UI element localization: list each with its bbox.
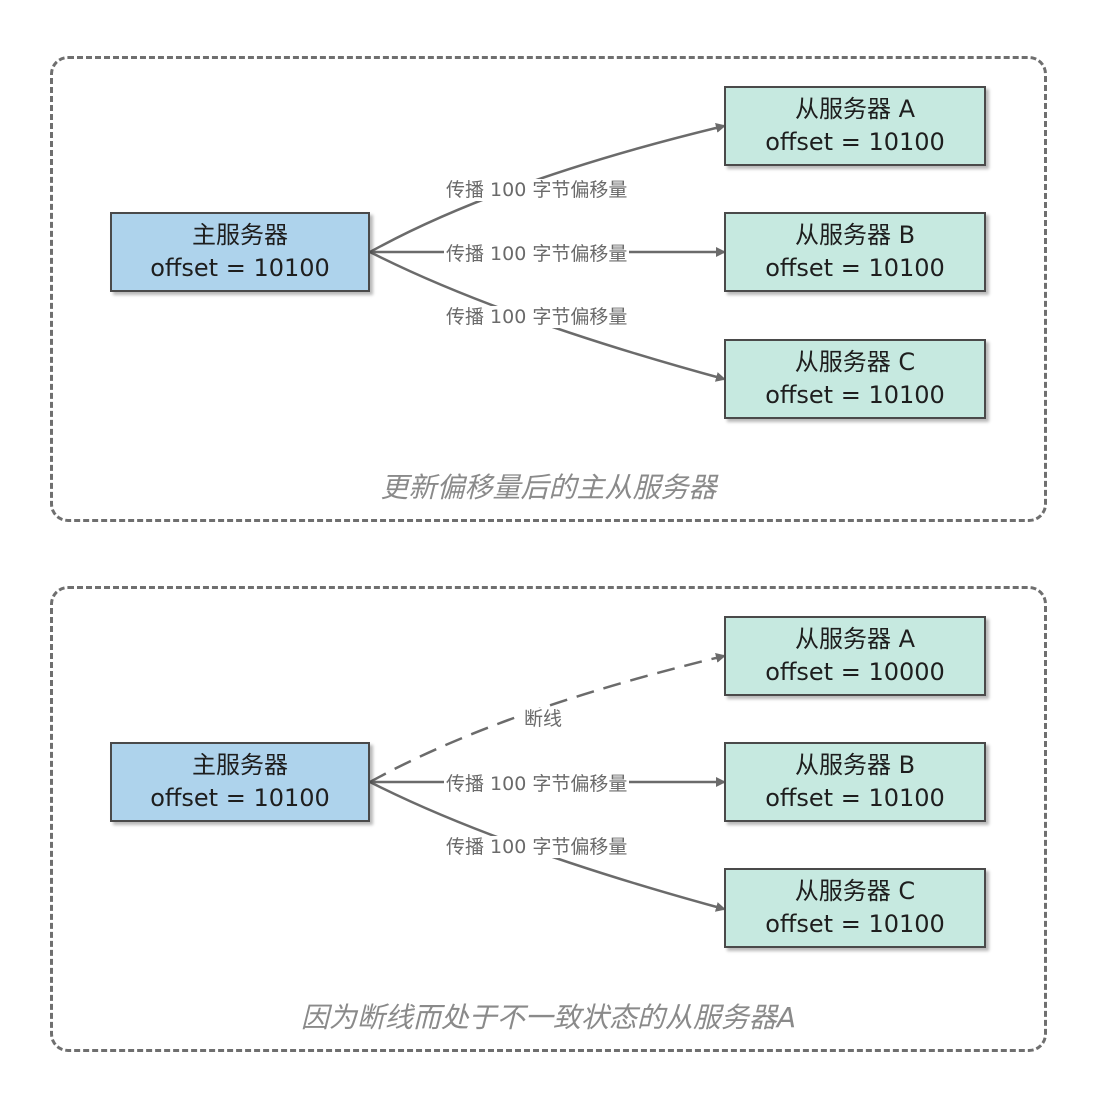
group-1-caption: 更新偏移量后的主从服务器 bbox=[380, 471, 717, 504]
slave-server-b-offset: offset = 10100 bbox=[765, 254, 945, 282]
edge-label-g2-a: 断线 bbox=[522, 708, 565, 730]
master-server-box: 主服务器 offset = 10100 bbox=[110, 212, 370, 292]
edge-g2-master-to-slave-a bbox=[369, 653, 726, 784]
edge-label-g1-a: 传播 100 字节偏移量 bbox=[444, 179, 630, 201]
master-server-title: 主服务器 bbox=[192, 751, 288, 779]
slave-server-c-box: 从服务器 C offset = 10100 bbox=[724, 339, 986, 419]
slave-server-a-title: 从服务器 A bbox=[794, 625, 916, 653]
group-updated-offsets bbox=[50, 56, 1047, 522]
slave-server-b-offset: offset = 10100 bbox=[765, 784, 945, 812]
slave-server-b-box: 从服务器 B offset = 10100 bbox=[724, 742, 986, 822]
slave-server-b-title: 从服务器 B bbox=[794, 751, 916, 779]
group-2-caption: 因为断线而处于不一致状态的从服务器A bbox=[300, 1001, 797, 1034]
master-server-box: 主服务器 offset = 10100 bbox=[110, 742, 370, 822]
slave-server-a-offset: offset = 10100 bbox=[765, 128, 945, 156]
edge-label-g2-c: 传播 100 字节偏移量 bbox=[444, 836, 630, 858]
slave-server-a-title: 从服务器 A bbox=[794, 95, 916, 123]
slave-server-c-box: 从服务器 C offset = 10100 bbox=[724, 868, 986, 948]
slave-server-b-title: 从服务器 B bbox=[794, 221, 916, 249]
edge-label-g2-b: 传播 100 字节偏移量 bbox=[444, 773, 630, 795]
slave-server-a-box: 从服务器 A offset = 10000 bbox=[724, 616, 986, 696]
slave-server-b-box: 从服务器 B offset = 10100 bbox=[724, 212, 986, 292]
master-server-offset: offset = 10100 bbox=[150, 254, 330, 282]
edge-label-g1-c: 传播 100 字节偏移量 bbox=[444, 306, 630, 328]
group-disconnected-slave-a bbox=[50, 586, 1047, 1052]
slave-server-c-offset: offset = 10100 bbox=[765, 910, 945, 938]
slave-server-a-box: 从服务器 A offset = 10100 bbox=[724, 86, 986, 166]
slave-server-c-title: 从服务器 C bbox=[794, 348, 916, 376]
slave-server-a-offset: offset = 10000 bbox=[765, 658, 945, 686]
slave-server-c-title: 从服务器 C bbox=[794, 877, 916, 905]
master-server-offset: offset = 10100 bbox=[150, 784, 330, 812]
edge-label-g1-b: 传播 100 字节偏移量 bbox=[444, 243, 630, 265]
slave-server-c-offset: offset = 10100 bbox=[765, 381, 945, 409]
master-server-title: 主服务器 bbox=[192, 221, 288, 249]
